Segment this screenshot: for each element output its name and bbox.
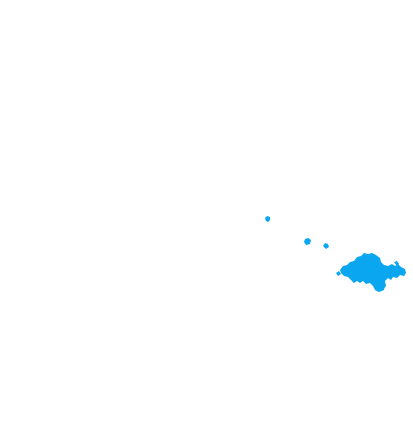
map-region-group — [265, 216, 406, 292]
map-region-speck-3 — [323, 243, 329, 249]
map-region-east-lobe — [394, 261, 399, 266]
map-region-south-lobe — [375, 283, 385, 292]
map-region-speck-2 — [304, 238, 311, 245]
map-region-main-cluster — [340, 253, 406, 292]
map-region-speck-4 — [336, 271, 341, 276]
map-region-speck-1 — [265, 216, 270, 222]
